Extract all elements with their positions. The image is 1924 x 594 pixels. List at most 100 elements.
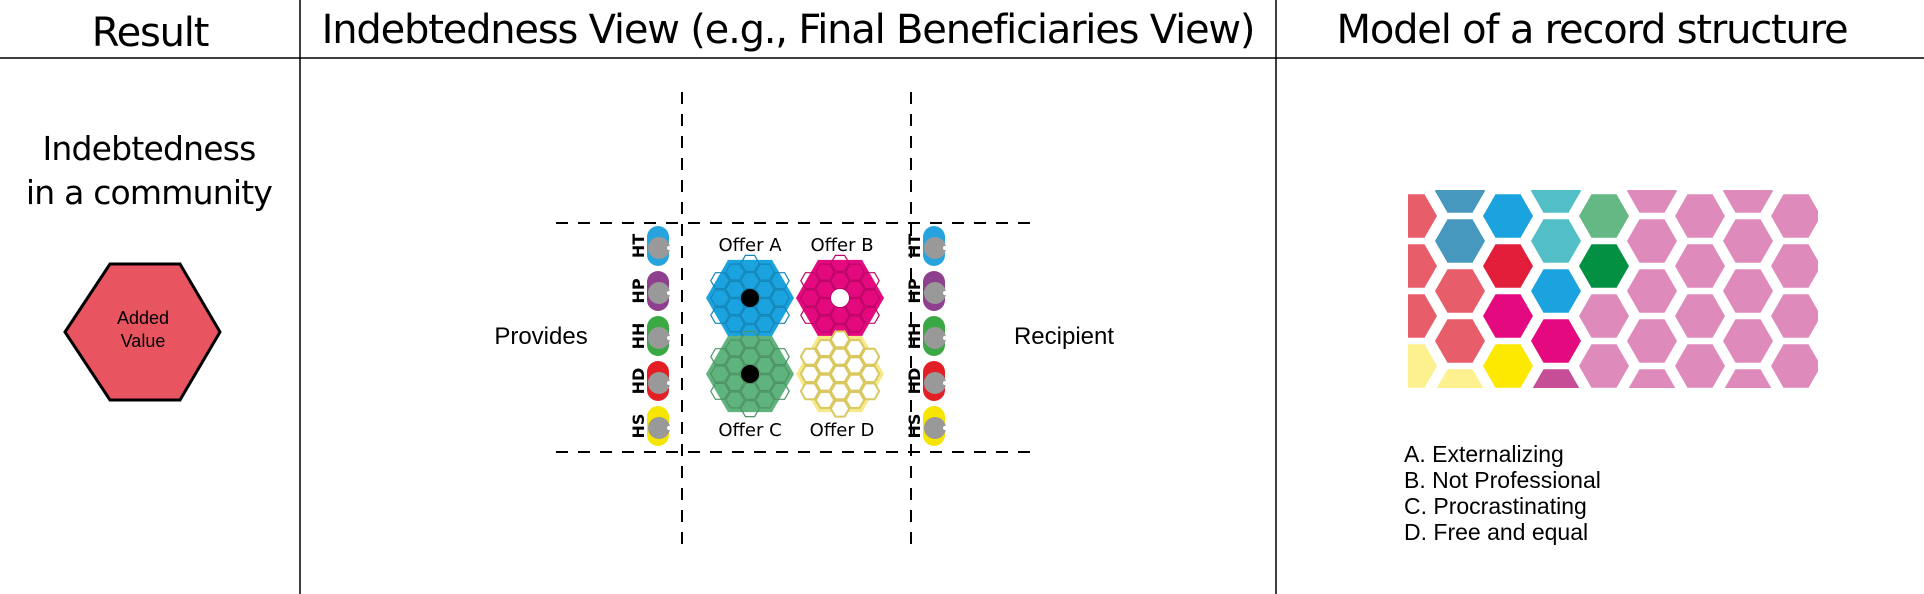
record-cell [1483,294,1533,338]
pill-knob [648,327,670,349]
legend-item-a: A. Externalizing [1404,441,1564,467]
added-value-label-line1: Added [117,308,169,328]
record-cell [1579,244,1629,288]
pill-hs-left: HS [629,406,671,446]
offer-cell [814,339,836,357]
offer-cell [740,330,760,348]
record-cell [1627,190,1677,213]
pill-label: HH [905,323,924,350]
offer-cell [755,356,775,374]
record-cell [1435,219,1485,263]
record-cell [1483,144,1533,187]
record-cell [1579,294,1629,338]
record-cell [1532,369,1580,388]
pill-label: HP [629,278,648,303]
offer-dot [741,365,759,383]
header-indebtedness-view: Indebtedness View (e.g., Final Beneficia… [322,7,1255,53]
offer-cell [725,339,745,357]
pill-label: HP [905,278,924,303]
dashed-guides [556,92,1036,545]
offer-cell [844,356,866,375]
offer-cell [725,374,745,392]
offer-cell [859,347,881,366]
record-cell [1675,144,1725,187]
offer-cell [844,391,866,409]
record-cell [1435,269,1485,313]
record-cell [1436,369,1484,388]
record-cell [1408,194,1437,238]
offer-cell [740,254,760,272]
offer-cell [770,272,790,290]
record-cell [1531,269,1581,313]
offer-cell [710,306,730,324]
offer-cell [740,400,760,418]
pill-dot [667,291,671,295]
offer-cell [815,280,835,298]
pill-knob [924,372,946,394]
offer-cell [755,391,775,409]
header-model: Model of a record structure [1337,7,1848,53]
record-cell [1724,369,1772,388]
offer-cell [860,289,880,307]
offer-cell [770,348,790,366]
offer-cell [814,391,836,409]
record-cell [1627,219,1677,263]
pill-knob [924,417,946,439]
record-cell [1435,319,1485,363]
offer-a-hexagon [706,254,794,342]
legend-item-b: B. Not Professional [1404,467,1601,493]
offer-cell [844,339,866,357]
offer-cell [800,306,820,324]
record-cell [1771,344,1818,388]
offer-cell [770,306,790,324]
offer-cell [725,280,745,298]
offer-cell [799,382,821,401]
offer-cell [845,298,865,316]
offer-d-label: Offer D [810,420,875,441]
added-value-hexagon: Added Value [63,262,222,402]
pill-label: HT [629,234,648,258]
offer-cell [844,373,866,392]
pill-hs-right: HS [905,406,947,446]
offer-cell [860,272,880,290]
pill-knob [924,327,946,349]
pill-dot [943,381,947,385]
record-cell [1675,394,1725,437]
offer-cell [830,254,850,272]
record-structure-honeycomb [1408,144,1818,462]
record-cell [1483,344,1533,388]
offer-cell [845,315,865,333]
record-cell [1675,344,1725,388]
record-cell [1627,269,1677,313]
offer-cell [740,272,760,290]
offer-cell [829,330,851,349]
pill-label: HD [905,368,924,395]
offer-cell [725,356,745,374]
offer-cell [859,365,881,383]
record-cell [1483,194,1533,238]
pill-dot [943,426,947,430]
offer-cell [830,306,850,324]
offer-cell [710,348,730,366]
offer-hexagons [706,254,884,418]
offer-cell [755,263,775,281]
offer-cell [710,365,730,383]
pill-dot [943,246,947,250]
record-cell [1579,194,1629,238]
header-result: Result [92,10,209,56]
record-cell [1723,219,1773,263]
offer-cell [829,382,851,401]
recipient-label: Recipient [1014,323,1114,350]
offer-cell [725,263,745,281]
record-cell [1723,419,1773,462]
record-cell [1771,194,1818,238]
record-cell [1408,344,1437,388]
offer-cell [755,298,775,316]
record-cell [1531,319,1581,363]
offer-cell [815,298,835,316]
pill-label: HH [629,323,648,350]
offer-cell [799,365,821,383]
offer-a-label: Offer A [718,235,782,256]
legend-item-c: C. Procrastinating [1404,493,1587,519]
